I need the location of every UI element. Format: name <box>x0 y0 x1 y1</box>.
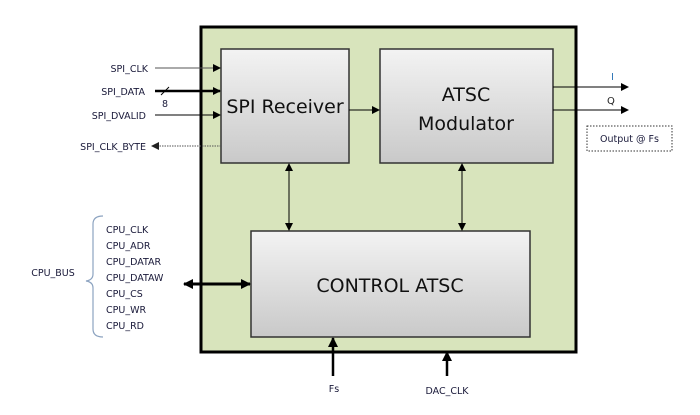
cpu-signal: CPU_RD <box>106 321 144 332</box>
dac-clk-label: DAC_CLK <box>425 386 469 397</box>
spi-data-label: SPI_DATA <box>101 87 145 98</box>
cpu-signal: CPU_DATAR <box>106 257 162 268</box>
spi-clk-byte-signal: SPI_CLK_BYTE <box>80 142 221 153</box>
cpu-signal: CPU_WR <box>106 305 146 316</box>
cpu-bus-signal-list: CPU_CLK CPU_ADR CPU_DATAR CPU_DATAW CPU_… <box>106 225 164 332</box>
output-q-signal: Q <box>553 96 629 114</box>
atsc-modulator-block[interactable]: ATSC Modulator <box>379 48 554 164</box>
output-i-signal: I <box>553 72 629 91</box>
spi-clk-label: SPI_CLK <box>111 64 149 75</box>
atsc-modulator-label-line1: ATSC <box>442 84 490 106</box>
spi-dvalid-signal: SPI_DVALID <box>92 111 221 122</box>
spi-dvalid-label: SPI_DVALID <box>92 111 146 122</box>
spi-clk-byte-label: SPI_CLK_BYTE <box>80 142 146 153</box>
output-note: Output @ Fs <box>586 125 673 152</box>
output-q-label: Q <box>607 96 615 107</box>
cpu-signal: CPU_ADR <box>106 241 151 252</box>
control-atsc-block[interactable]: CONTROL ATSC <box>250 230 531 338</box>
bus-width-slash <box>160 86 170 96</box>
spi-receiver-block[interactable]: SPI Receiver <box>220 48 350 164</box>
cpu-signal: CPU_CLK <box>106 225 149 236</box>
spi-receiver-label: SPI Receiver <box>226 96 344 118</box>
cpu-signal: CPU_CS <box>106 289 143 300</box>
cpu-bus-brace <box>85 215 104 338</box>
output-i-label: I <box>611 72 614 83</box>
cpu-bus-label: CPU_BUS <box>31 268 75 279</box>
fs-label: Fs <box>329 384 339 395</box>
atsc-modulator-label-line2: Modulator <box>418 113 514 135</box>
spi-data-signal: SPI_DATA 8 <box>101 86 221 110</box>
spi-data-width-label: 8 <box>162 99 168 110</box>
spi-clk-signal: SPI_CLK <box>111 64 221 75</box>
cpu-signal: CPU_DATAW <box>106 273 164 284</box>
dac-clk-signal: DAC_CLK <box>425 351 469 397</box>
output-note-label: Output @ Fs <box>600 134 659 145</box>
control-atsc-label: CONTROL ATSC <box>316 275 463 297</box>
fs-signal: Fs <box>328 337 339 395</box>
